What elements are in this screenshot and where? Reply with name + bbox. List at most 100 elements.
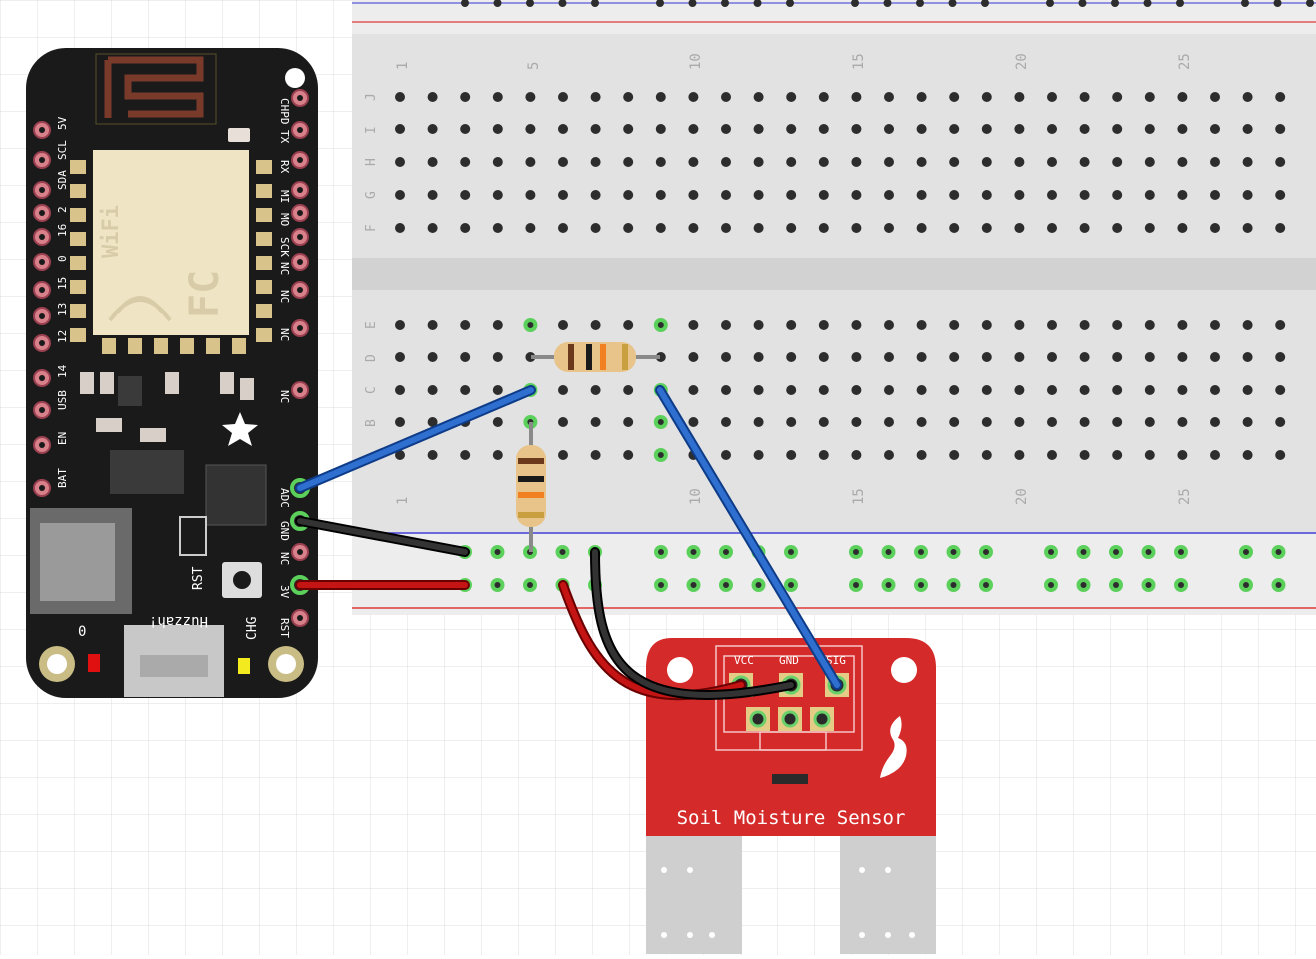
breadboard-hole[interactable] (1014, 417, 1025, 427)
power-rail-hole[interactable] (558, 0, 567, 7)
breadboard-hole[interactable] (949, 320, 960, 330)
power-rail-hole[interactable] (851, 0, 859, 7)
power-rail-hole[interactable] (1176, 0, 1184, 7)
breadboard-hole[interactable] (525, 223, 536, 233)
breadboard-hole[interactable] (655, 92, 666, 102)
breadboard-hole[interactable] (525, 92, 536, 102)
power-rail-hole[interactable] (523, 578, 537, 592)
breadboard-hole[interactable] (1144, 223, 1155, 233)
breadboard-hole[interactable] (558, 417, 568, 427)
power-rail-hole[interactable] (1111, 0, 1119, 7)
breadboard-hole[interactable] (688, 352, 699, 362)
breadboard-hole[interactable] (1242, 385, 1253, 395)
breadboard-hole[interactable] (981, 92, 992, 102)
power-rail-hole[interactable] (1078, 0, 1087, 7)
breadboard-hole[interactable] (1112, 320, 1123, 330)
breadboard-hole[interactable] (427, 417, 438, 427)
breadboard-hole[interactable] (721, 385, 731, 395)
breadboard-hole[interactable] (1144, 157, 1155, 167)
breadboard-hole[interactable] (623, 92, 634, 102)
breadboard-hole[interactable] (1112, 352, 1123, 362)
power-rail-hole[interactable] (654, 545, 668, 559)
power-rail-hole[interactable] (784, 578, 798, 592)
breadboard-hole[interactable] (786, 320, 797, 330)
breadboard-hole[interactable] (1144, 190, 1155, 200)
breadboard-hole[interactable] (753, 157, 764, 167)
breadboard-hole[interactable] (653, 448, 668, 462)
breadboard-hole[interactable] (786, 190, 797, 200)
power-rail-hole[interactable] (751, 578, 766, 592)
breadboard-hole[interactable] (460, 92, 471, 102)
breadboard-hole[interactable] (1047, 385, 1057, 395)
power-rail-hole[interactable] (1273, 0, 1282, 7)
breadboard-hole[interactable] (949, 385, 960, 395)
breadboard-hole[interactable] (492, 157, 503, 167)
power-rail-hole[interactable] (721, 0, 729, 7)
breadboard-hole[interactable] (1047, 124, 1057, 134)
breadboard-hole[interactable] (1275, 450, 1286, 460)
breadboard-hole[interactable] (1047, 190, 1057, 200)
power-rail-hole[interactable] (490, 545, 505, 559)
power-rail-hole[interactable] (946, 578, 961, 592)
breadboard-hole[interactable] (1177, 450, 1188, 460)
power-rail-hole[interactable] (1239, 578, 1253, 592)
power-rail-hole[interactable] (1076, 578, 1091, 592)
breadboard-hole[interactable] (851, 190, 862, 200)
breadboard-hole[interactable] (1014, 320, 1025, 330)
breadboard-hole[interactable] (1177, 124, 1188, 134)
breadboard-hole[interactable] (916, 124, 927, 134)
power-rail-hole[interactable] (654, 578, 668, 592)
breadboard-hole[interactable] (655, 190, 666, 200)
wire-sensor-gnd-black[interactable] (592, 549, 794, 698)
breadboard-hole[interactable] (884, 352, 894, 362)
breadboard-hole[interactable] (395, 124, 405, 134)
breadboard-hole[interactable] (558, 92, 568, 102)
breadboard-hole[interactable] (786, 223, 797, 233)
power-rail-hole[interactable] (1076, 545, 1091, 559)
breadboard-hole[interactable] (1014, 352, 1025, 362)
breadboard-hole[interactable] (1079, 190, 1090, 200)
breadboard-hole[interactable] (558, 450, 568, 460)
power-rail-hole[interactable] (946, 545, 961, 559)
breadboard-hole[interactable] (1112, 92, 1123, 102)
power-rail-hole[interactable] (1046, 0, 1054, 7)
breadboard-hole[interactable] (884, 320, 894, 330)
breadboard-hole[interactable] (590, 190, 601, 200)
breadboard-hole[interactable] (1112, 417, 1123, 427)
breadboard-hole[interactable] (1014, 450, 1025, 460)
power-rail-hole[interactable] (981, 0, 989, 7)
breadboard-hole[interactable] (981, 450, 992, 460)
breadboard-hole[interactable] (525, 190, 536, 200)
breadboard-hole[interactable] (1144, 417, 1155, 427)
power-rail-hole[interactable] (849, 545, 863, 559)
breadboard-hole[interactable] (623, 157, 634, 167)
breadboard-hole[interactable] (851, 320, 862, 330)
breadboard-hole[interactable] (721, 92, 731, 102)
power-rail-hole[interactable] (916, 0, 924, 7)
breadboard-hole[interactable] (655, 223, 666, 233)
breadboard-hole[interactable] (786, 157, 797, 167)
breadboard-hole[interactable] (981, 417, 992, 427)
breadboard-hole[interactable] (1275, 320, 1286, 330)
breadboard-hole[interactable] (949, 190, 960, 200)
power-rail-hole[interactable] (1044, 578, 1058, 592)
breadboard-hole[interactable] (786, 417, 797, 427)
breadboard-hole[interactable] (1144, 92, 1155, 102)
power-rail-hole[interactable] (1141, 578, 1156, 592)
breadboard-hole[interactable] (1177, 92, 1188, 102)
breadboard-hole[interactable] (492, 92, 503, 102)
breadboard-hole[interactable] (884, 417, 894, 427)
power-rail-hole[interactable] (1174, 545, 1188, 559)
breadboard-hole[interactable] (558, 320, 568, 330)
breadboard-hole[interactable] (395, 320, 405, 330)
breadboard-hole[interactable] (1112, 124, 1123, 134)
breadboard-hole[interactable] (1242, 157, 1253, 167)
breadboard-hole[interactable] (721, 450, 731, 460)
power-rail-hole[interactable] (686, 545, 701, 559)
breadboard-hole[interactable] (688, 385, 699, 395)
breadboard-hole[interactable] (460, 320, 471, 330)
breadboard-hole[interactable] (851, 157, 862, 167)
breadboard-hole[interactable] (395, 223, 405, 233)
breadboard-hole[interactable] (753, 320, 764, 330)
breadboard-hole[interactable] (558, 223, 568, 233)
